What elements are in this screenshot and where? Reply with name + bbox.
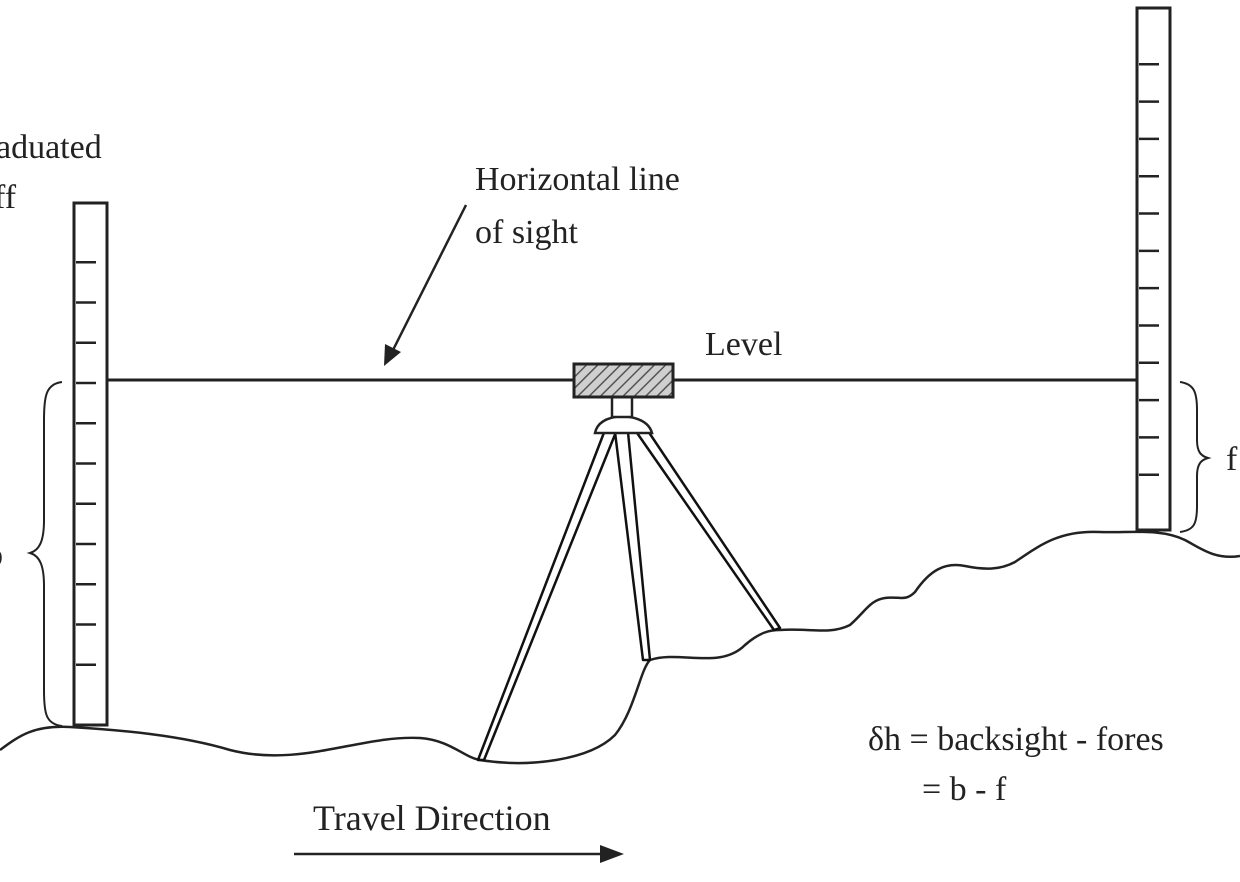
left-staff-ticks [76,261,96,666]
sight-pointer-arrowhead [384,344,401,366]
level-label: Level [705,326,782,363]
sight-label-line2: of sight [475,214,579,251]
level-stem [610,395,634,419]
backsight-brace [26,381,63,727]
travel-direction-arrowhead [600,845,624,863]
tripod-leg-left [476,429,618,762]
right-staff [1135,6,1172,532]
level-instrument [572,362,675,399]
formula-line1: δh = backsight - fores [868,721,1164,758]
ground-profile [0,530,1240,765]
tripod-leg-center [613,431,652,662]
travel-direction-label: Travel Direction [313,798,551,838]
backsight-label: b [0,537,3,574]
tripod-head [593,414,654,435]
sight-pointer-arrow [390,204,468,353]
right-staff-ticks [1139,63,1159,476]
foresight-label: f [1226,441,1238,478]
tripod [476,427,782,762]
staff-label-line1: aduated [0,129,102,166]
formula-line2: = b - f [922,771,1007,808]
tripod-leg-right [633,427,782,632]
foresight-brace [1179,381,1212,533]
sight-label-line1: Horizontal line [475,161,680,198]
staff-label-line2: ff [0,179,17,216]
